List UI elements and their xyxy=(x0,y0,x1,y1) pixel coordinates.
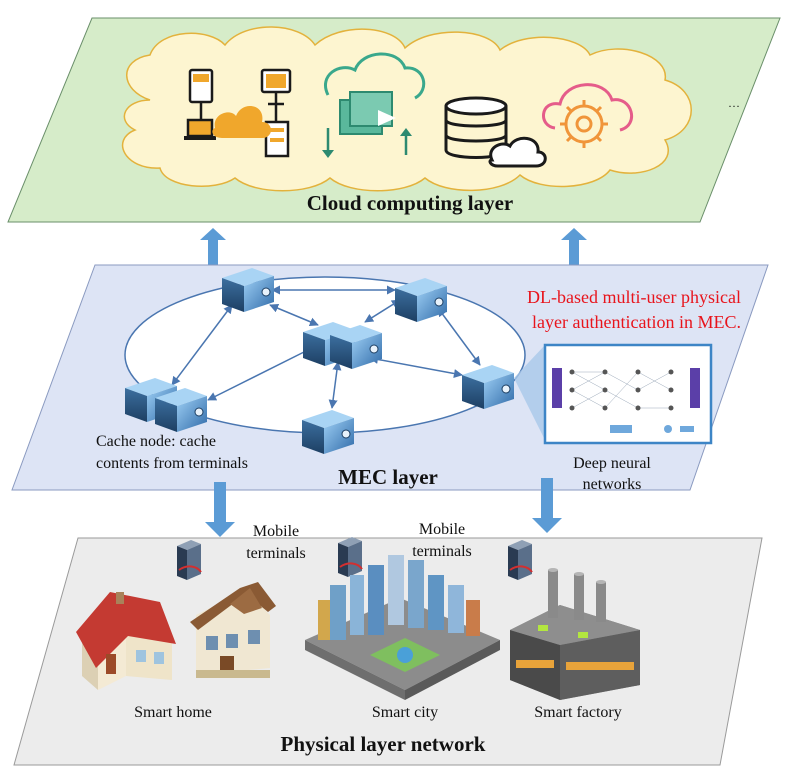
mobile-terminals-2-line2: terminals xyxy=(412,543,472,560)
cloud-layer-title: Cloud computing layer xyxy=(307,191,514,215)
smart-city-label: Smart city xyxy=(372,704,438,721)
dnn-connector xyxy=(514,345,545,440)
house-brown-roof-icon xyxy=(190,582,276,678)
mec-server-node-left-2 xyxy=(155,388,207,432)
dnn-neurons xyxy=(569,369,674,411)
dnn-sum-node xyxy=(664,425,672,433)
dnn-layers xyxy=(571,371,672,409)
auth-note-line1: DL-based multi-user physical xyxy=(527,287,741,307)
cache-node-line2: contents from terminals xyxy=(96,455,248,472)
mobile-terminals-1-line2: terminals xyxy=(246,545,306,562)
smart-factory-icon xyxy=(510,568,640,700)
dnn-feedback-block xyxy=(610,425,632,433)
down-arrow-right xyxy=(532,478,562,533)
cloud-bubble xyxy=(122,26,692,192)
computer-network-icon xyxy=(184,68,292,158)
mobile-terminal-2 xyxy=(338,537,363,577)
cloud-computing-layer: ··· Cloud computing layer xyxy=(7,17,781,223)
up-arrow-right xyxy=(561,228,587,272)
database-cloud-icon xyxy=(444,96,547,168)
physical-layer-title: Physical layer network xyxy=(281,732,486,756)
smart-city-icon xyxy=(305,555,500,700)
mec-server-node-top-right xyxy=(395,278,447,322)
house-red-roof-icon xyxy=(76,592,176,690)
mec-server-node-bottom xyxy=(302,410,354,454)
dnn-label-line1: Deep neural xyxy=(573,455,651,472)
dnn-panel xyxy=(543,343,713,445)
smart-home-label: Smart home xyxy=(134,704,212,721)
cloud-media-icon xyxy=(322,52,426,158)
mobile-terminal-1 xyxy=(177,540,202,580)
mec-links xyxy=(171,285,481,409)
cloud-ellipsis: ··· xyxy=(728,99,740,113)
dnn-input-block xyxy=(552,368,562,408)
smart-factory-label: Smart factory xyxy=(534,704,622,721)
dnn-output-block xyxy=(690,368,700,408)
mec-layer: DL-based multi-user physical layer authe… xyxy=(11,264,769,493)
mobile-terminal-3 xyxy=(508,540,533,580)
auth-note-line2: layer authentication in MEC. xyxy=(532,312,741,332)
mobile-terminals-1-line1: Mobile xyxy=(253,523,299,540)
dnn-out-node xyxy=(680,426,694,432)
cloud-gear-icon xyxy=(542,83,633,148)
mec-server-node-top-left xyxy=(222,268,274,312)
cache-node-line1: Cache node: cache xyxy=(96,433,216,450)
mobile-terminals-2-line1: Mobile xyxy=(419,521,465,538)
mec-server-node-center-2 xyxy=(330,325,382,369)
physical-layer: Mobile terminals Mobile terminals xyxy=(13,521,763,766)
cloud-mec-arrows xyxy=(200,228,587,272)
mec-server-node-right xyxy=(462,365,514,409)
mec-layer-title: MEC layer xyxy=(338,465,438,489)
dnn-label-line2: networks xyxy=(583,476,642,493)
mec-physical-arrows xyxy=(205,478,562,537)
up-arrow-left xyxy=(200,228,226,272)
down-arrow-left xyxy=(205,482,235,537)
